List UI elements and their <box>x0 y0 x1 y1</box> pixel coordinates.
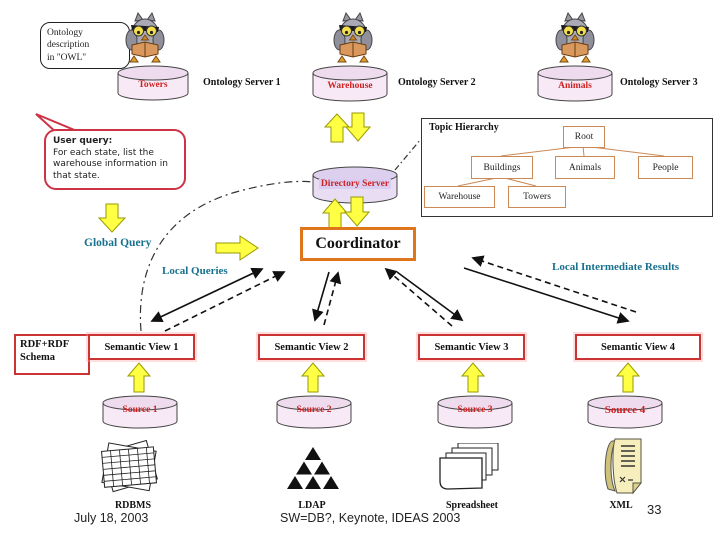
page-number: 33 <box>647 502 662 517</box>
owl-icon <box>122 11 168 69</box>
topic-node-towers: Towers <box>508 186 566 208</box>
xml-icon <box>600 437 646 500</box>
topic-node-buildings: Buildings <box>471 156 533 179</box>
ontology-server-1-label: Ontology Server 1 <box>203 77 281 88</box>
source-4-label: Source 4 <box>604 404 646 416</box>
directory-coordinator-down-arrow <box>343 196 371 227</box>
warehouse-directory-up-arrow <box>323 113 351 143</box>
source1-up-arrow <box>126 362 152 393</box>
directory-coordinator-up-arrow <box>321 198 349 229</box>
topic-node-root: Root <box>563 126 605 148</box>
global-query-right-arrow <box>215 235 259 261</box>
local-intermediate-results-label: Local Intermediate Results <box>552 261 680 273</box>
topic-node-people: People <box>638 156 693 179</box>
yellow-flow-arrows <box>97 112 641 393</box>
source-3-label: Source 3 <box>457 405 493 415</box>
topic-hierarchy-panel <box>421 118 713 217</box>
source-3-cylinder <box>437 395 513 429</box>
view1-directory-dashdot-curve <box>139 180 314 332</box>
query-down-arrow <box>97 203 127 233</box>
semantic-view-2-box: Semantic View 2 <box>258 334 365 360</box>
source-2-cylinder <box>276 395 352 429</box>
warehouse-directory-down-arrow <box>344 112 372 142</box>
source2-up-arrow <box>300 362 326 393</box>
semantic-view-3-box: Semantic View 3 <box>418 334 525 360</box>
user-query-bubble: User query: For each state, list the war… <box>44 129 186 190</box>
ldap-label: LDAP <box>298 500 326 511</box>
coordinator-view-arrows <box>150 255 637 332</box>
animals-cylinder <box>537 65 613 102</box>
spreadsheet-icon <box>438 442 500 498</box>
rdf-schema-box: RDF+RDF Schema <box>14 334 90 375</box>
animals-cylinder-label: Animals <box>558 81 592 91</box>
warehouse-cylinder-label: Warehouse <box>327 81 373 91</box>
semantic-view-1-box: Semantic View 1 <box>88 334 195 360</box>
xml-label: XML <box>609 500 633 511</box>
semantic-view-4-box: Semantic View 4 <box>575 334 701 360</box>
warehouse-cylinder <box>312 65 388 102</box>
rdbms-label: RDBMS <box>114 500 152 511</box>
topic-node-animals: Animals <box>555 156 615 179</box>
user-query-body: For each state, list the warehouse infor… <box>53 147 168 182</box>
source-1-label: Source 1 <box>122 405 158 415</box>
footer-date: July 18, 2003 <box>74 511 149 525</box>
coordinator-box: Coordinator <box>300 227 416 261</box>
footer-event: SW=DB?, Keynote, IDEAS 2003 <box>280 511 461 525</box>
source-1-cylinder <box>102 395 178 429</box>
user-query-title: User query: <box>53 136 113 146</box>
towers-cylinder <box>117 65 189 101</box>
directory-topichierarchy-dashdot-link <box>394 138 422 171</box>
ontology-note-bubble: Ontology description in "OWL" <box>40 22 130 70</box>
global-query-label: Global Query <box>84 237 152 249</box>
directory-server-label: Directory Server <box>318 179 392 189</box>
topic-node-warehouse: Warehouse <box>424 186 495 208</box>
ontology-server-3-label: Ontology Server 3 <box>620 77 698 88</box>
source-2-label: Source 2 <box>296 405 332 415</box>
owl-icon <box>552 11 598 69</box>
source4-up-arrow <box>615 362 641 393</box>
spreadsheet-label: Spreadsheet <box>445 500 499 511</box>
rdbms-icon <box>95 438 165 501</box>
ontology-server-2-label: Ontology Server 2 <box>398 77 476 88</box>
towers-cylinder-label: Towers <box>138 80 168 90</box>
owl-icon <box>330 11 376 69</box>
source3-up-arrow <box>460 362 486 393</box>
local-queries-label: Local Queries <box>162 265 228 277</box>
ldap-icon <box>287 447 339 495</box>
source-4-cylinder <box>587 395 663 429</box>
topic-hierarchy-title: Topic Hierarchy <box>429 122 499 133</box>
